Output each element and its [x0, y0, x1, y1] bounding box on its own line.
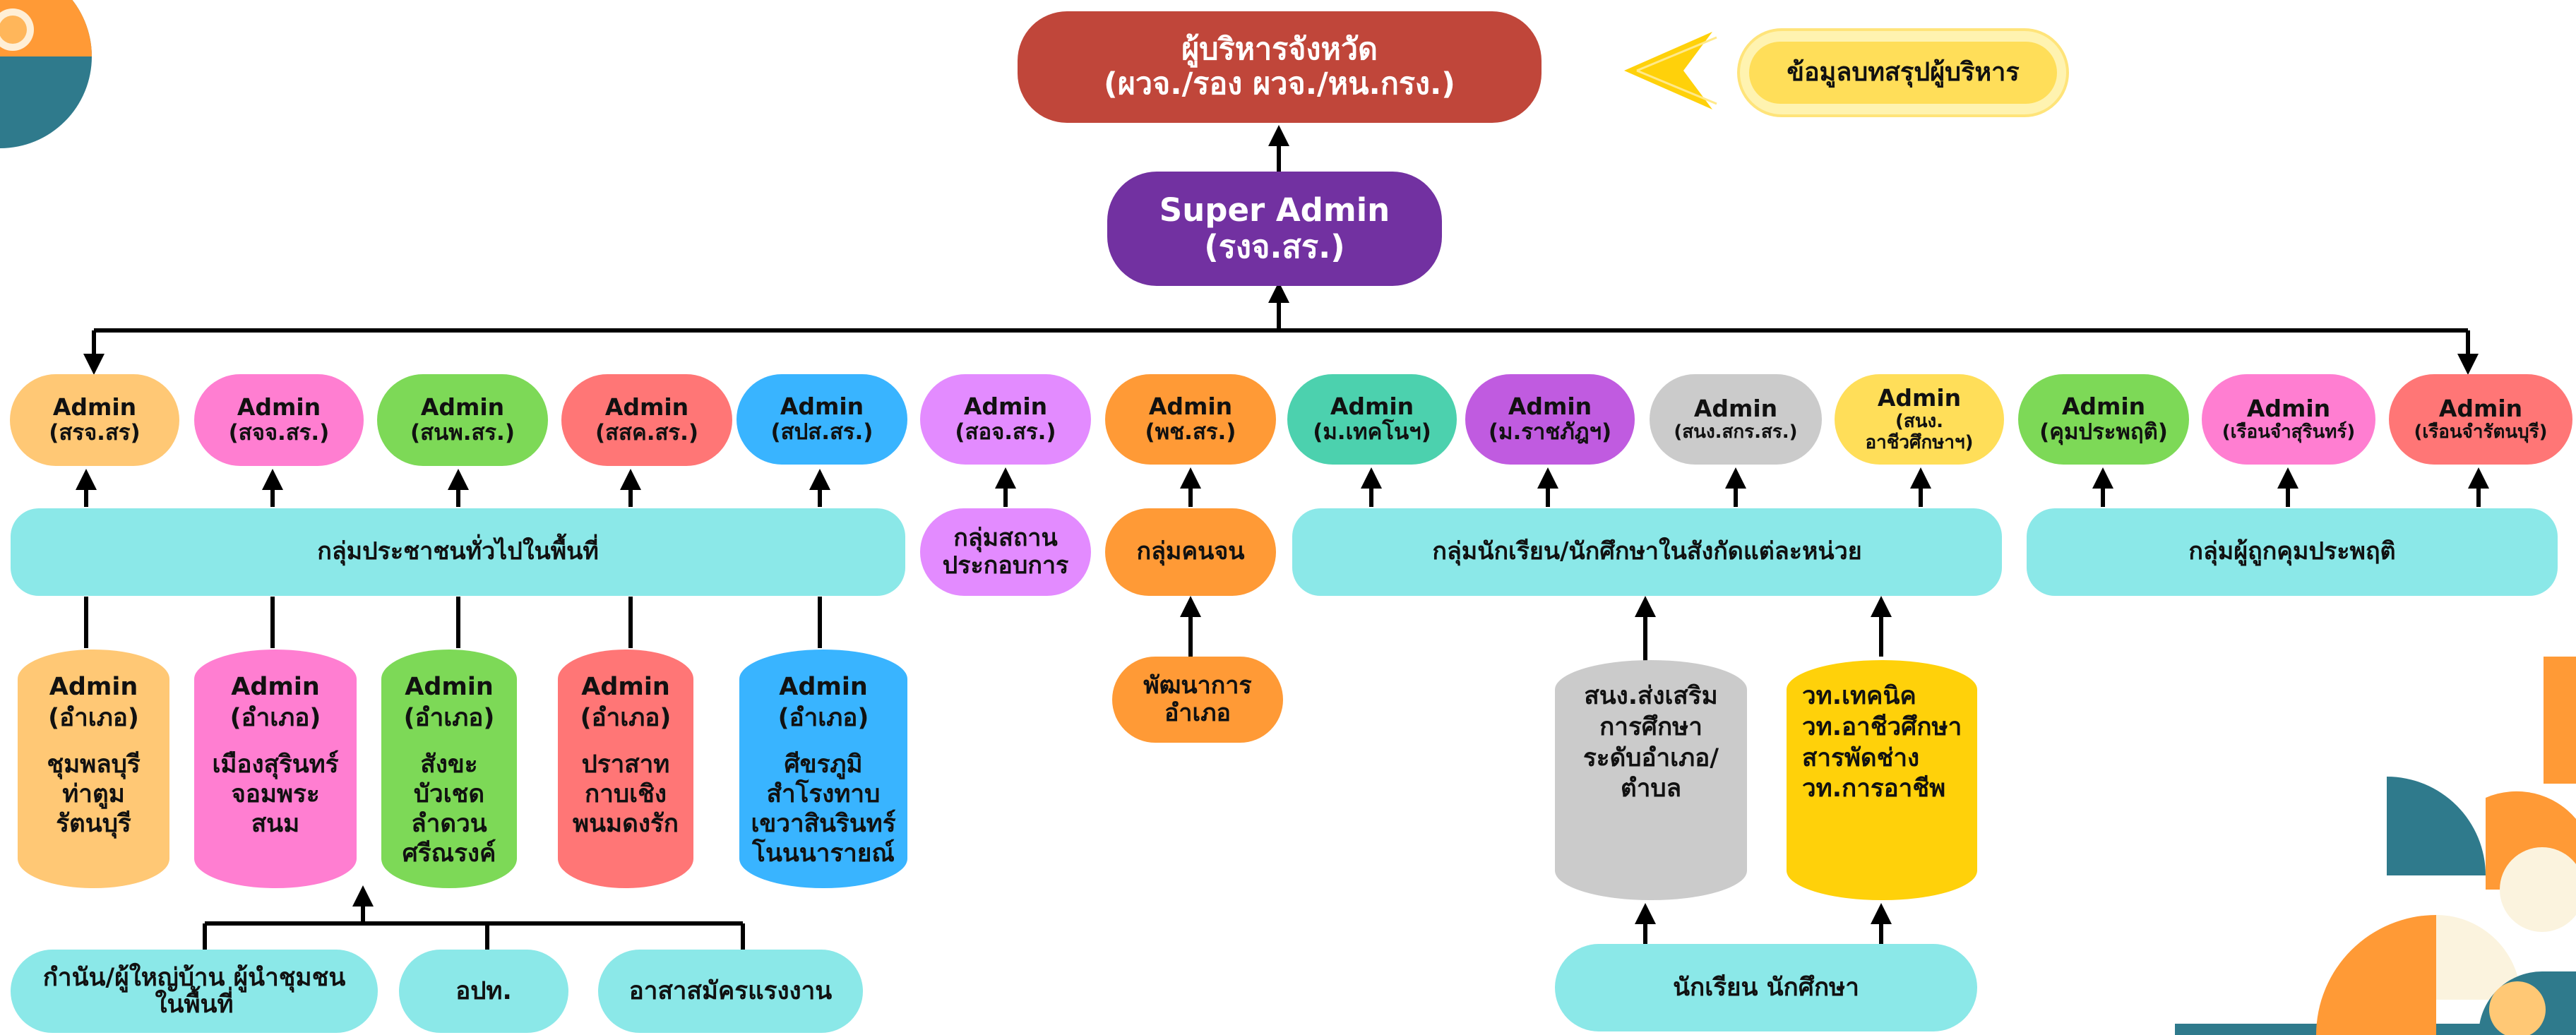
admin-node-sps: Admin (สปส.สร.) — [737, 374, 907, 465]
admin-node-sjj: Admin (สจจ.สร.) — [194, 374, 364, 466]
executive-summary-label: ข้อมูลบทสรุปผู้บริหาร — [1787, 58, 2020, 88]
admin-node-techno: Admin (ม.เทคโนฯ) — [1287, 374, 1457, 465]
group-poor: กลุ่มคนจน — [1105, 508, 1276, 596]
super-admin-node: Super Admin (รงจ.สร.) — [1107, 172, 1442, 286]
community-leaders-node: กำนัน/ผู้ใหญ่บ้าน ผู้นำชุมชน ในพื้นที่ — [11, 950, 378, 1033]
admin-node-srj: Admin (สรจ.สร) — [10, 374, 179, 466]
admin-node-soj: Admin (สอจ.สร.) — [920, 374, 1091, 465]
district-node-sangkha: Admin (อำเภอ) สังขะ บัวเชด ลำดวน ศรีณรงค… — [381, 650, 517, 888]
admin-node-snp: Admin (สนพ.สร.) — [377, 374, 548, 466]
decorative-shape-bottom-right — [2175, 657, 2576, 1035]
group-establishments: กลุ่มสถาน ประกอบการ — [920, 508, 1091, 596]
executive-summary-button[interactable]: ข้อมูลบทสรุปผู้บริหาร — [1737, 28, 2069, 117]
district-node-sikhoraphum: Admin (อำเภอ) ศีขรภูมิ สำโรงทาบ เขวาสินร… — [739, 650, 907, 888]
labor-volunteer-node: อาสาสมัครแรงงาน — [598, 950, 863, 1033]
district-node-chumphonburi: Admin (อำเภอ) ชุมพลบุรี ท่าตูม รัตนบุรี — [18, 650, 169, 888]
group-students: กลุ่มนักเรียน/นักศึกษาในสังกัดแต่ละหน่วย — [1292, 508, 2002, 596]
education-office-node: สนง.ส่งเสริม การศึกษา ระดับอำเภอ/ ตำบล — [1555, 660, 1747, 900]
decorative-shape-top-left — [0, 0, 92, 148]
admin-node-probation: Admin (คุมประพฤติ) — [2018, 374, 2189, 465]
group-public: กลุ่มประชาชนทั่วไปในพื้นที่ — [11, 508, 905, 596]
admin-node-rajabhat: Admin (ม.ราชภัฎฯ) — [1465, 374, 1635, 465]
district-node-mueang-surin: Admin (อำเภอ) เมืองสุรินทร์ จอมพระ สนม — [194, 650, 357, 888]
admin-node-pch: Admin (พช.สร.) — [1105, 374, 1276, 465]
students-node: นักเรียน นักศึกษา — [1555, 944, 1977, 1031]
executive-node: ผู้บริหารจังหวัด (ผวจ./รอง ผวจ./หน.กรง.) — [1018, 11, 1542, 123]
left-arrow-icon — [1624, 32, 1717, 109]
admin-node-prison-rattanaburi: Admin (เรือนจำรัตนบุรี) — [2389, 374, 2572, 465]
vocational-colleges-node: วท.เทคนิค วท.อาชีวศึกษา สารพัดช่าง วท.กา… — [1787, 660, 1977, 900]
district-development-node: พัฒนาการ อำเภอ — [1112, 657, 1283, 743]
super-admin-title: Super Admin — [1159, 191, 1390, 229]
local-admin-node: อปท. — [399, 950, 568, 1033]
admin-node-ssk: Admin (สสค.สร.) — [561, 374, 732, 466]
district-node-prasat: Admin (อำเภอ) ปราสาท กาบเชิง พนมดงรัก — [558, 650, 693, 888]
admin-node-vocational: Admin (สนง. อาชีวศึกษาฯ) — [1835, 374, 2004, 465]
executive-summary-inner: ข้อมูลบทสรุปผู้บริหาร — [1749, 42, 2057, 104]
executive-title: ผู้บริหารจังหวัด — [1181, 31, 1378, 67]
admin-node-skr: Admin (สนง.สกร.สร.) — [1650, 374, 1822, 465]
group-probation: กลุ่มผู้ถูกคุมประพฤติ — [2027, 508, 2558, 596]
admin-node-prison-surin: Admin (เรือนจำสุรินทร์) — [2202, 374, 2375, 465]
executive-subtitle: (ผวจ./รอง ผวจ./หน.กรง.) — [1104, 66, 1455, 102]
super-admin-subtitle: (รงจ.สร.) — [1204, 228, 1345, 265]
